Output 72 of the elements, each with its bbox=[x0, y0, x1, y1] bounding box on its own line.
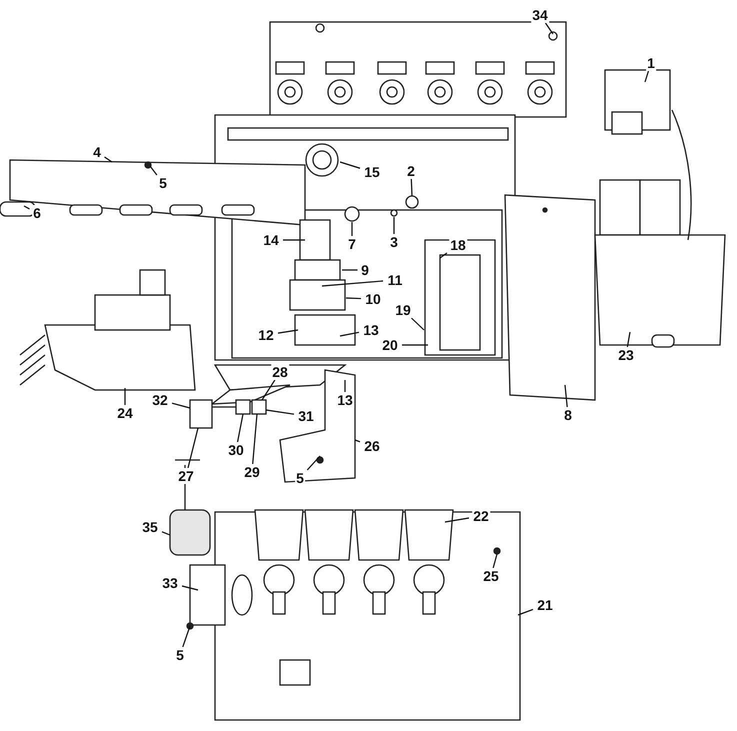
callout-number: 13 bbox=[336, 392, 354, 408]
leader-line bbox=[440, 252, 448, 258]
callout-number: 29 bbox=[243, 464, 261, 480]
leader-line bbox=[340, 161, 360, 169]
leader-line bbox=[24, 205, 30, 210]
leader-line bbox=[518, 608, 534, 616]
callout-number: 4 bbox=[92, 144, 102, 160]
leader-line bbox=[402, 344, 428, 346]
leader-line bbox=[266, 409, 294, 415]
leader-line bbox=[644, 70, 650, 82]
callout-number: 5 bbox=[158, 175, 168, 191]
callout-number: 27 bbox=[177, 468, 195, 484]
callout-number: 32 bbox=[151, 392, 169, 408]
leader-line bbox=[182, 626, 191, 648]
callout-number: 26 bbox=[363, 438, 381, 454]
callout-number: 8 bbox=[563, 407, 573, 423]
leader-line bbox=[544, 22, 554, 34]
leader-line bbox=[306, 456, 320, 470]
callout-number: 14 bbox=[262, 232, 280, 248]
callout-number: 6 bbox=[32, 205, 42, 221]
callout-number: 15 bbox=[363, 164, 381, 180]
leader-line bbox=[236, 414, 244, 442]
leader-line bbox=[354, 439, 360, 442]
leader-line bbox=[351, 222, 353, 236]
callout-number: 9 bbox=[360, 262, 370, 278]
callout-number: 13 bbox=[362, 322, 380, 338]
leader-line bbox=[340, 332, 360, 337]
leader-line bbox=[393, 217, 395, 234]
leader-line bbox=[104, 156, 112, 162]
callout-number: 5 bbox=[175, 647, 185, 663]
callout-number: 34 bbox=[531, 7, 549, 23]
leader-line bbox=[182, 585, 198, 591]
callout-number: 18 bbox=[449, 237, 467, 253]
leader-line bbox=[492, 554, 498, 568]
leader-line bbox=[124, 388, 126, 405]
callout-number: 3 bbox=[389, 234, 399, 250]
leader-line bbox=[150, 166, 158, 176]
callout-number: 31 bbox=[297, 408, 315, 424]
callout-number: 11 bbox=[386, 272, 404, 288]
leader-line bbox=[342, 269, 358, 271]
leader-line bbox=[410, 178, 413, 196]
leader-line bbox=[162, 531, 170, 536]
leader-line bbox=[564, 384, 568, 408]
leader-line bbox=[344, 380, 346, 392]
callout-number: 23 bbox=[617, 347, 635, 363]
callout-number: 33 bbox=[161, 575, 179, 591]
callout-number: 22 bbox=[472, 508, 490, 524]
leader-line bbox=[283, 239, 305, 241]
leader-line bbox=[172, 402, 190, 409]
leader-line bbox=[278, 329, 298, 334]
leader-line bbox=[262, 380, 276, 400]
callout-number: 5 bbox=[295, 470, 305, 486]
callout-number: 19 bbox=[394, 302, 412, 318]
callout-number: 10 bbox=[364, 291, 382, 307]
leader-line bbox=[626, 332, 631, 348]
leader-line bbox=[444, 517, 470, 523]
leader-line bbox=[252, 414, 258, 464]
leader-line bbox=[410, 318, 424, 330]
leader-line bbox=[187, 428, 199, 468]
leader-line bbox=[322, 280, 384, 287]
callout-number: 21 bbox=[536, 597, 554, 613]
callout-number: 24 bbox=[116, 405, 134, 421]
callout-number: 25 bbox=[482, 568, 500, 584]
callout-number: 28 bbox=[271, 364, 289, 380]
leader-line bbox=[346, 297, 362, 300]
callout-number: 7 bbox=[347, 236, 357, 252]
callout-number: 12 bbox=[257, 327, 275, 343]
callout-number: 1 bbox=[646, 55, 656, 71]
callout-number: 2 bbox=[406, 163, 416, 179]
callout-number: 30 bbox=[227, 442, 245, 458]
callout-number: 20 bbox=[381, 337, 399, 353]
callout-number: 35 bbox=[141, 519, 159, 535]
